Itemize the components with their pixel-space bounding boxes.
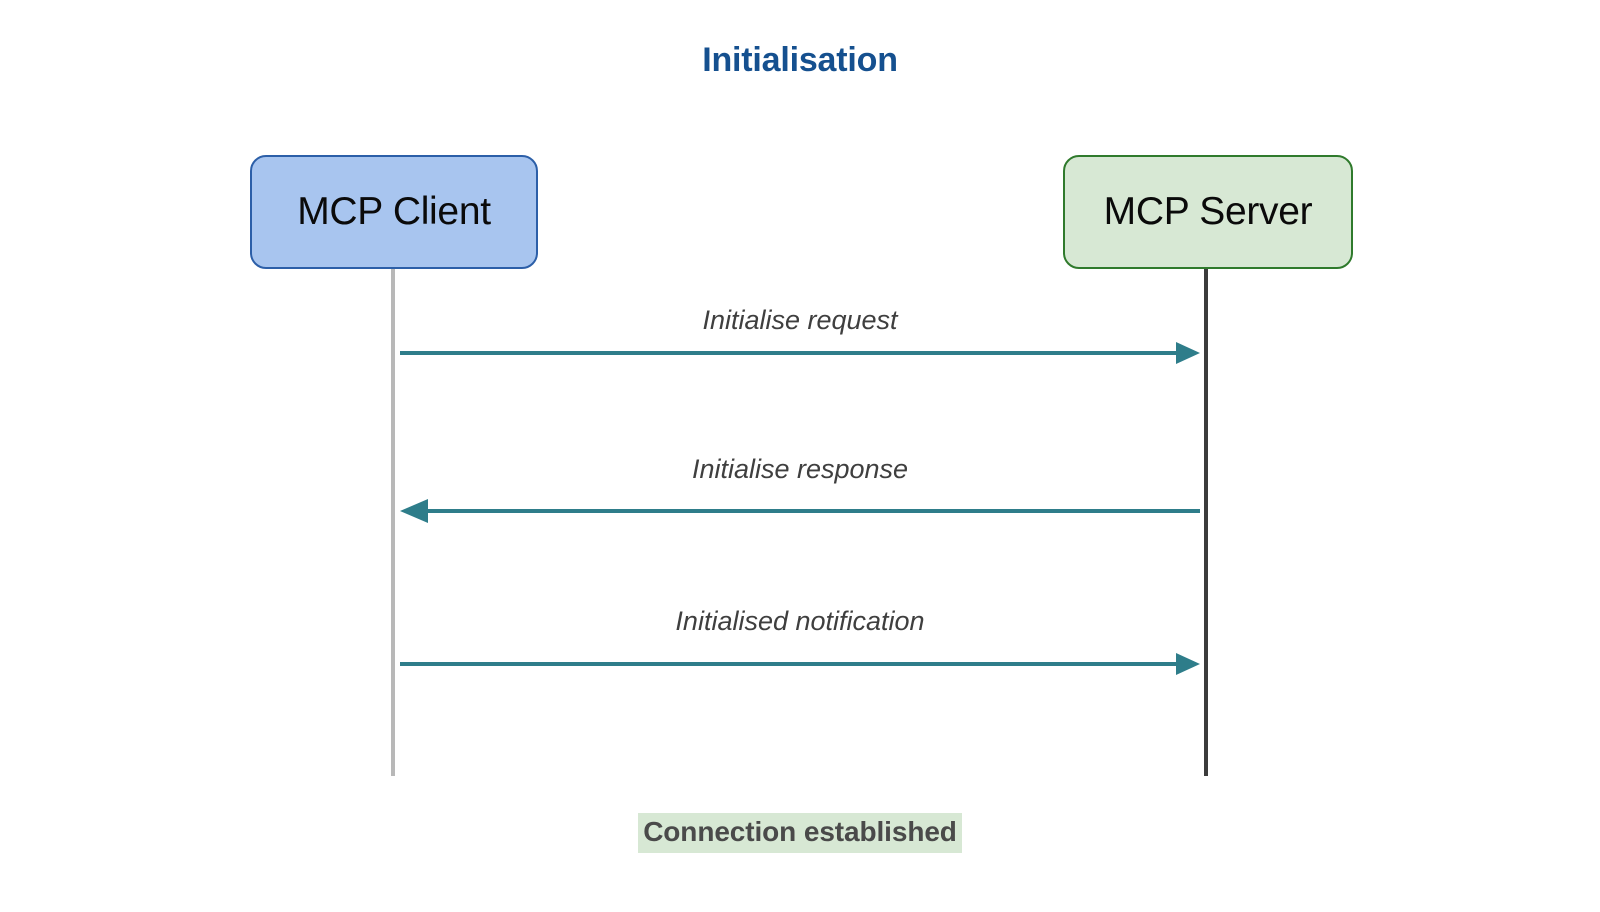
lifeline-server <box>1204 269 1208 776</box>
message-label-initialised-notification: Initialised notification <box>675 606 925 636</box>
message-arrow-left-initialise-response[interactable] <box>380 496 1220 526</box>
status-badge-connection-established: Connection established <box>638 813 962 853</box>
lifeline-client <box>391 269 395 776</box>
participant-box-client[interactable]: MCP Client <box>250 155 538 269</box>
participant-box-server[interactable]: MCP Server <box>1063 155 1353 269</box>
participant-label-client: MCP Client <box>297 190 491 233</box>
participant-label-server: MCP Server <box>1103 190 1313 233</box>
footer-note-container: Connection established <box>0 813 1600 853</box>
message-label-initialise-request: Initialise request <box>702 305 898 335</box>
message-arrow-right-initialised-notification[interactable] <box>380 649 1220 679</box>
message-label-initialise-response: Initialise response <box>691 454 909 484</box>
message-arrow-right-initialise-request[interactable] <box>380 338 1220 368</box>
page-title: Initialisation <box>702 41 898 79</box>
